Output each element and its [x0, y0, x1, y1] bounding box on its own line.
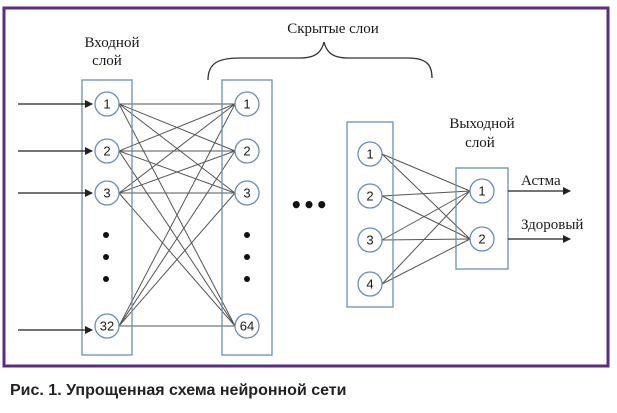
connection-line: [118, 103, 236, 152]
connection-line: [381, 190, 471, 241]
input-node-label: 3: [103, 186, 110, 201]
connections: [118, 103, 471, 327]
hidden2-node-circle: [357, 227, 383, 253]
hidden2-node-circle: [357, 183, 383, 209]
hidden1-node-circle: [234, 138, 260, 164]
figure-caption: Рис. 1. Упрощенная схема нейронной сети: [10, 382, 347, 399]
input-node-label: 2: [103, 144, 110, 159]
hidden1-node-circle: [234, 180, 260, 206]
connection-line: [118, 103, 236, 327]
connection-line: [118, 103, 236, 194]
hidden1-node-label: 1: [243, 97, 250, 112]
output-node: 2: [469, 226, 495, 252]
output-layer-title-line2: слой: [465, 135, 495, 151]
input-node: 1: [94, 91, 120, 117]
hidden1-node: 2: [234, 138, 260, 164]
hidden-layers-ellipsis: •••: [290, 193, 328, 217]
connection-line: [118, 150, 236, 327]
hidden2-node: 1: [357, 141, 383, 167]
hidden-layers-brace: [207, 41, 433, 81]
hidden2-node: 3: [357, 227, 383, 253]
connection-line: [381, 238, 471, 241]
hidden2-node-circle: [357, 271, 383, 297]
hidden1-node: 1: [234, 91, 260, 117]
input-node-circle: [94, 138, 120, 164]
output-node-label: 2: [478, 232, 485, 247]
connection-line: [118, 150, 236, 194]
output-label-healthy: Здоровый: [521, 217, 583, 233]
hidden2-node-label: 1: [366, 147, 373, 162]
connection-line: [381, 195, 471, 240]
hidden-layer-1-box: [221, 79, 273, 356]
connection-line: [381, 153, 471, 192]
input-node-circle: [94, 180, 120, 206]
input-node-label: 1: [103, 97, 110, 112]
output-node-circle: [469, 178, 495, 204]
hidden1-node-circle: [234, 313, 260, 339]
output-layer-box: [455, 167, 509, 270]
connection-line: [381, 238, 471, 285]
input-node-circle: [94, 313, 120, 339]
hidden1-node: 3: [234, 180, 260, 206]
output-layer-title-line1: Выходной: [449, 116, 514, 132]
hidden2-node-label: 4: [366, 277, 373, 292]
hidden1-node-circle: [234, 91, 260, 117]
connection-line: [118, 192, 236, 327]
input-node: 3: [94, 180, 120, 206]
hidden-layers-title: Скрытые слои: [287, 21, 379, 37]
hidden2-node-label: 3: [366, 233, 373, 248]
input-node-circle: [94, 91, 120, 117]
hidden1-node: 64: [234, 313, 260, 339]
connection-line: [381, 190, 471, 285]
input-node: 32: [94, 313, 120, 339]
hidden1-node-label: 2: [243, 144, 250, 159]
hidden2-node: 2: [357, 183, 383, 209]
input-layer-box: [81, 79, 133, 356]
input-node: 2: [94, 138, 120, 164]
output-node-circle: [469, 226, 495, 252]
hidden-layer-2-box: [346, 121, 394, 308]
output-label-asthma: Астма: [521, 173, 561, 189]
hidden1-ellipsis-dots: [244, 232, 250, 282]
input-node-label: 32: [100, 319, 114, 334]
input-ellipsis-dots: [103, 232, 109, 282]
nodes: 1 2 3 32 1 2 3 64 1 2 3 4 1 2: [94, 91, 495, 339]
hidden2-node: 4: [357, 271, 383, 297]
output-node-label: 1: [478, 184, 485, 199]
hidden2-node-label: 2: [366, 189, 373, 204]
connection-line: [381, 190, 471, 197]
hidden2-node-circle: [357, 141, 383, 167]
hidden1-node-label: 3: [243, 186, 250, 201]
input-layer-title-line1: Входной: [85, 35, 140, 51]
hidden1-node-label: 64: [240, 319, 254, 334]
output-node: 1: [469, 178, 495, 204]
input-layer-title-line2: слой: [92, 53, 122, 69]
connection-line: [381, 153, 471, 240]
